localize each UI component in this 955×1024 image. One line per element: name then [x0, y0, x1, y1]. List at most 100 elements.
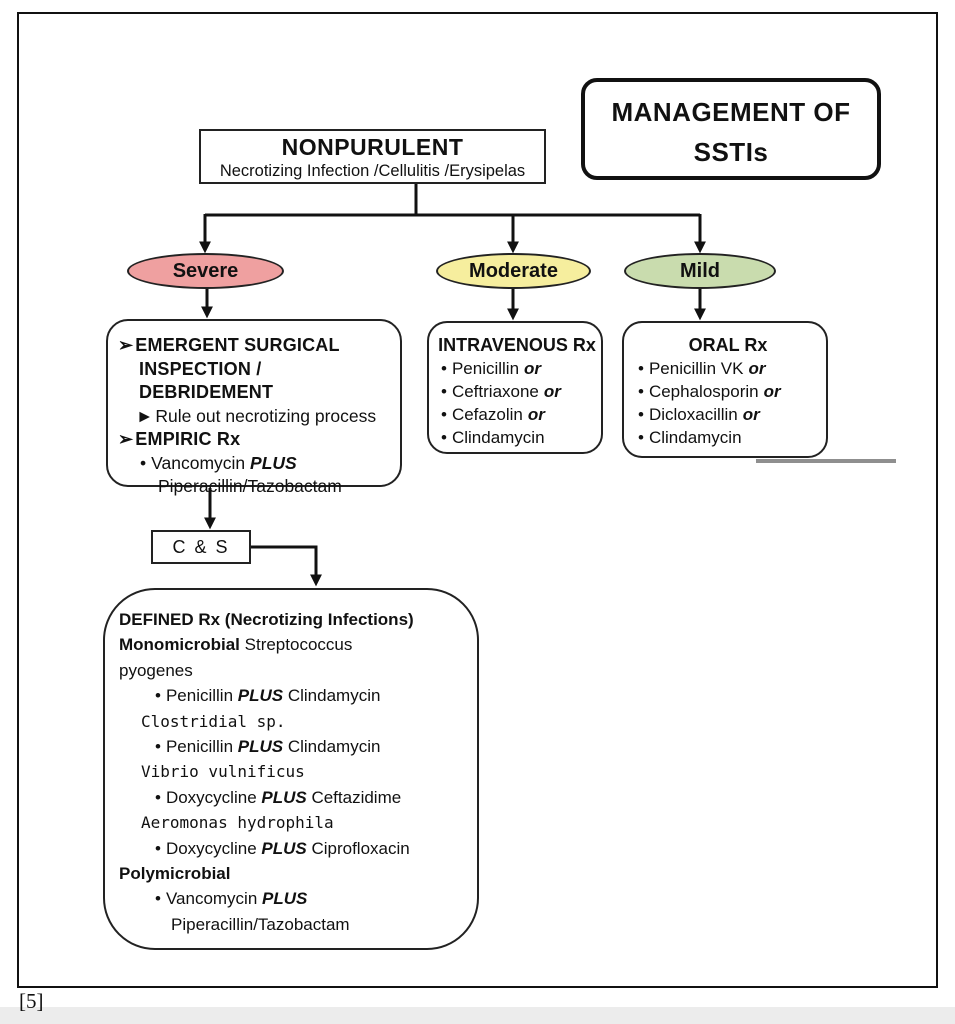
- plus-conjunction: PLUS: [237, 737, 284, 757]
- dot-bullet-icon: •: [155, 889, 161, 909]
- organism-line-mono: Clostridial sp.: [141, 711, 286, 731]
- title-box: MANAGEMENT OF SSTIs: [581, 78, 881, 180]
- drug-name: Penicillin: [451, 359, 520, 378]
- culture-sensitivity-box: C & S: [151, 530, 251, 564]
- nonpurulent-box: NONPURULENT Necrotizing Infection /Cellu…: [199, 129, 546, 184]
- nonpurulent-title: NONPURULENT: [281, 134, 464, 160]
- plus-conjunction: PLUS: [250, 452, 297, 473]
- severe-drug-name: Vancomycin: [151, 452, 251, 473]
- or-conjunction: or: [748, 359, 766, 378]
- drug-name: Ciprofloxacin: [306, 838, 410, 858]
- severe-heading-2-text: EMPIRIC Rx: [135, 429, 241, 449]
- organism-line: Monomicrobial Streptococcus: [119, 632, 467, 657]
- dot-bullet-icon: •: [638, 359, 644, 378]
- dot-bullet-icon: •: [638, 405, 644, 424]
- citation-footnote: [5]: [19, 989, 44, 1013]
- severe-ellipse: Severe: [127, 253, 284, 289]
- mild-item: •Clindamycin: [634, 426, 822, 449]
- or-conjunction: or: [742, 405, 760, 424]
- dot-bullet-icon: •: [441, 405, 447, 424]
- severe-treatment-box: ➢EMERGENT SURGICAL INSPECTION / DEBRIDEM…: [106, 319, 402, 496]
- severe-drug-line-2: Piperacillin/Tazobactam: [158, 476, 342, 496]
- drug-name: Clindamycin: [283, 737, 381, 757]
- severe-drug-line: •Vancomycin PLUS: [118, 452, 394, 476]
- drug-name: Clindamycin: [451, 428, 545, 447]
- dot-bullet-icon: •: [155, 838, 161, 858]
- title-line-1: MANAGEMENT OF: [611, 97, 851, 127]
- drug-name: Dicloxacillin: [648, 405, 738, 424]
- severe-heading-2: ➢EMPIRIC Rx: [118, 428, 394, 452]
- defined-drug-line: •Penicillin PLUS Clindamycin: [119, 734, 467, 759]
- polymicrobial-label: Polymicrobial: [119, 864, 231, 884]
- plus-conjunction: PLUS: [261, 838, 307, 858]
- severe-heading-1-text: EMERGENT SURGICAL: [135, 335, 340, 355]
- severe-heading-1b: INSPECTION / DEBRIDEMENT: [139, 358, 274, 403]
- defined-rx-box: DEFINED Rx (Necrotizing Infections) Mono…: [103, 588, 479, 950]
- organism-line-cont: pyogenes: [119, 660, 193, 680]
- drug-name: Ceftazidime: [306, 787, 402, 807]
- dot-bullet-icon: •: [140, 452, 147, 473]
- drug-name: Cefazolin: [451, 405, 523, 424]
- defined-drug-line-cont: Piperacillin/Tazobactam: [171, 914, 350, 934]
- or-conjunction: or: [524, 359, 542, 378]
- or-conjunction: or: [763, 382, 781, 401]
- nonpurulent-subtitle: Necrotizing Infection /Cellulitis /Erysi…: [219, 162, 526, 180]
- chevron-bullet-icon: ➢: [118, 429, 134, 449]
- defined-header: DEFINED Rx (Necrotizing Infections): [119, 610, 414, 629]
- dot-bullet-icon: •: [155, 787, 161, 807]
- title-line-2: SSTIs: [693, 137, 769, 167]
- drug-name: Ceftriaxone: [451, 382, 539, 401]
- defined-drug-line: •Doxycycline PLUS Ciprofloxacin: [119, 836, 467, 861]
- mild-ellipse: Mild: [624, 253, 776, 289]
- triangle-bullet-icon: ►: [136, 405, 154, 426]
- drug-name: Penicillin VK: [648, 359, 744, 378]
- organism-line-mono: Aeromonas hydrophila: [141, 813, 334, 833]
- gray-underline: [756, 459, 896, 463]
- mild-header: ORAL Rx: [688, 335, 768, 355]
- plus-conjunction: PLUS: [261, 787, 307, 807]
- organism-line-mono: Vibrio vulnificus: [141, 762, 305, 782]
- defined-drug-line: •Vancomycin PLUS: [119, 886, 467, 911]
- organism-name: Streptococcus: [239, 635, 353, 655]
- dot-bullet-icon: •: [441, 359, 447, 378]
- plus-conjunction: PLUS: [262, 889, 308, 909]
- dot-bullet-icon: •: [638, 382, 644, 401]
- severe-subitem: ►Rule out necrotizing process: [118, 405, 394, 429]
- dot-bullet-icon: •: [441, 382, 447, 401]
- or-conjunction: or: [527, 405, 545, 424]
- drug-name: Penicillin: [165, 686, 238, 706]
- severe-subitem-text: Rule out necrotizing process: [155, 405, 377, 426]
- dot-bullet-icon: •: [638, 428, 644, 447]
- drug-name: Clindamycin: [648, 428, 742, 447]
- defined-drug-line: •Doxycycline PLUS Ceftazidime: [119, 785, 467, 810]
- drug-name: Doxycycline: [165, 838, 262, 858]
- moderate-label: Moderate: [469, 259, 558, 282]
- chevron-bullet-icon: ➢: [118, 335, 134, 355]
- drug-name: Doxycycline: [165, 787, 262, 807]
- defined-drug-line: •Penicillin PLUS Clindamycin: [119, 683, 467, 708]
- cs-label: C & S: [172, 536, 230, 557]
- mild-label: Mild: [680, 259, 720, 282]
- moderate-header: INTRAVENOUS Rx: [438, 335, 596, 355]
- dot-bullet-icon: •: [155, 686, 161, 706]
- drug-name: Penicillin: [165, 737, 238, 757]
- moderate-ellipse: Moderate: [436, 253, 591, 289]
- dot-bullet-icon: •: [441, 428, 447, 447]
- dot-bullet-icon: •: [155, 737, 161, 757]
- drug-name: Cephalosporin: [648, 382, 759, 401]
- monomicrobial-label: Monomicrobial: [119, 635, 240, 655]
- plus-conjunction: PLUS: [237, 686, 284, 706]
- moderate-item: •Clindamycin: [437, 426, 597, 449]
- drug-name: Clindamycin: [283, 686, 381, 706]
- page-bottom-strip: [0, 1007, 955, 1024]
